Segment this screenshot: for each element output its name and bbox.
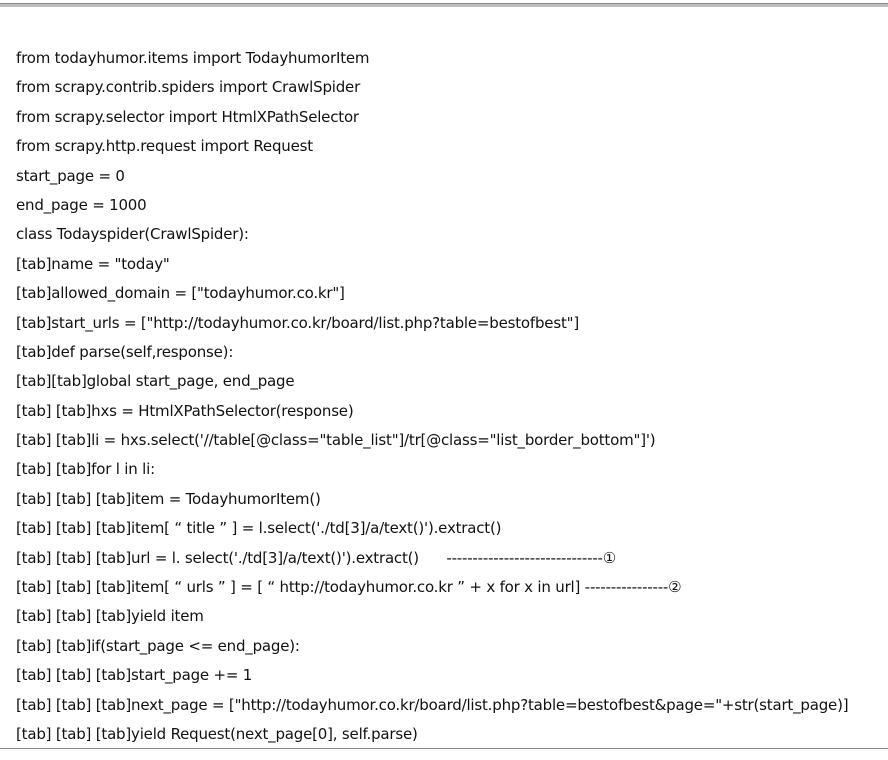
code-line: [tab] [tab] [tab]next_page = ["http://to… xyxy=(16,695,849,714)
code-line: [tab] [tab]for l in li: xyxy=(16,460,155,479)
code-line: end_page = 1000 xyxy=(16,195,147,214)
code-line: [tab] [tab]li = hxs.select('//table[@cla… xyxy=(16,431,656,450)
code-line: start_page = 0 xyxy=(16,166,125,185)
code-line: [tab] [tab] [tab]item[ “ urls ” ] = [ “ … xyxy=(16,578,682,597)
code-line: from scrapy.http.request import Request xyxy=(16,137,313,156)
code-line: [tab] [tab] [tab]start_page += 1 xyxy=(16,666,253,685)
code-line: [tab][tab]global start_page, end_page xyxy=(16,372,295,391)
code-line: class Todayspider(CrawlSpider): xyxy=(16,225,249,244)
code-line: [tab] [tab] [tab]yield item xyxy=(16,607,204,626)
bottom-rule xyxy=(0,748,888,749)
code-line: from scrapy.contrib.spiders import Crawl… xyxy=(16,78,361,97)
code-line: [tab] [tab] [tab]yield Request(next_page… xyxy=(16,724,418,743)
code-line: [tab] [tab] [tab]url = l. select('./td[3… xyxy=(16,548,616,567)
code-line: [tab]start_urls = ["http://todayhumor.co… xyxy=(16,313,579,332)
top-rule xyxy=(0,3,888,7)
code-line: [tab]allowed_domain = ["todayhumor.co.kr… xyxy=(16,284,345,303)
code-listing: from todayhumor.items import TodayhumorI… xyxy=(16,44,880,749)
code-line: from todayhumor.items import TodayhumorI… xyxy=(16,49,370,67)
code-line: [tab]name = "today" xyxy=(16,254,170,273)
code-line: [tab] [tab] [tab]item[ “ title ” ] = l.s… xyxy=(16,519,502,538)
code-line: [tab] [tab]hxs = HtmlXPathSelector(respo… xyxy=(16,401,354,420)
code-line: [tab] [tab] [tab]item = TodayhumorItem() xyxy=(16,489,321,508)
code-line: [tab] [tab]if(start_page <= end_page): xyxy=(16,636,300,655)
code-line: [tab]def parse(self,response): xyxy=(16,342,234,361)
code-line: from scrapy.selector import HtmlXPathSel… xyxy=(16,107,359,126)
